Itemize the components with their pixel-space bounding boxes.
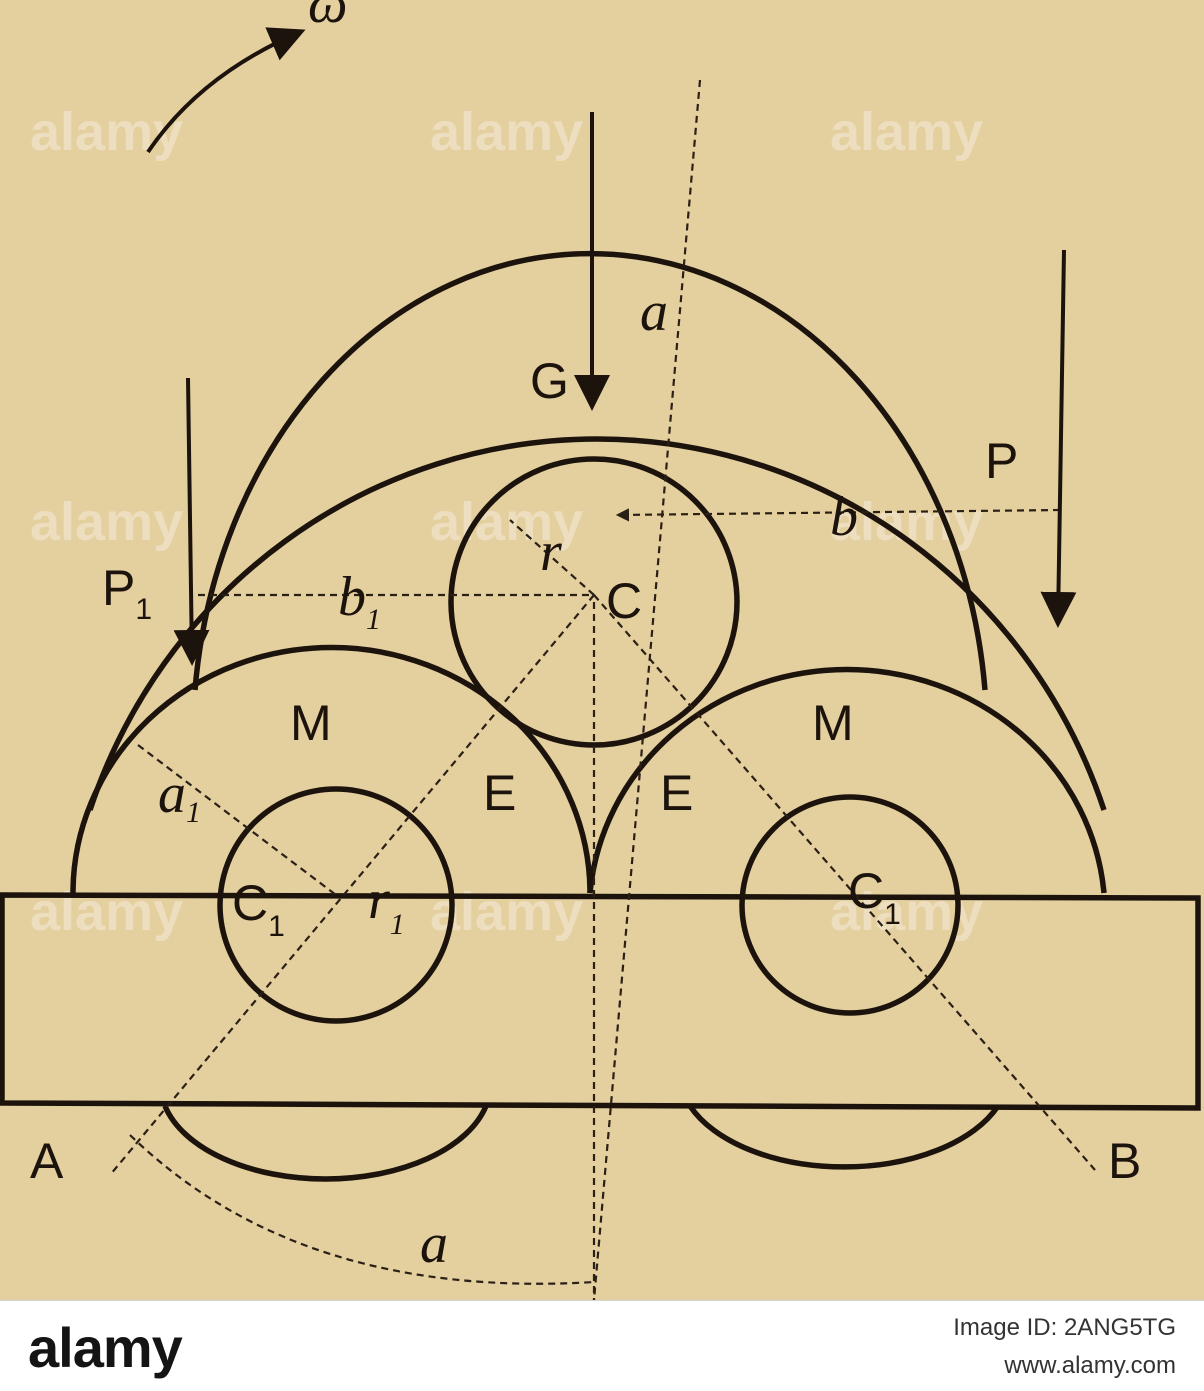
label-omega: ω bbox=[308, 0, 348, 35]
label-E-left: E bbox=[483, 765, 516, 821]
right-axle-circle bbox=[739, 794, 961, 1016]
svg-text:alamy: alamy bbox=[30, 882, 183, 942]
diagram-scan: alamy alamy alamy alamy alamy alamy alam… bbox=[0, 0, 1204, 1300]
force-arrow-P bbox=[1040, 249, 1077, 628]
label-C1-right: C1 bbox=[848, 863, 901, 931]
rotation-arrow-omega bbox=[146, 27, 306, 154]
label-C1-left: C1 bbox=[232, 875, 285, 943]
outer-ring-arc bbox=[87, 436, 1107, 811]
label-E-right: E bbox=[660, 765, 693, 821]
gear-force-diagram: alamy alamy alamy alamy alamy alamy alam… bbox=[0, 0, 1201, 1300]
site-url-text: www.alamy.com bbox=[1004, 1352, 1176, 1379]
force-arrow-P1 bbox=[173, 377, 210, 666]
label-b1: b1 bbox=[338, 566, 381, 636]
svg-text:alamy: alamy bbox=[830, 102, 983, 162]
image-info: Image ID: 2ANG5TG www.alamy.com bbox=[953, 1309, 1176, 1385]
right-wheel-M bbox=[587, 666, 1107, 894]
label-P1: P1 bbox=[102, 560, 152, 626]
label-r1: r1 bbox=[368, 869, 405, 941]
left-axle-circle bbox=[217, 786, 455, 1024]
label-A: A bbox=[30, 1133, 64, 1189]
svg-text:alamy: alamy bbox=[430, 492, 583, 552]
watermark-tiles: alamy alamy alamy alamy alamy alamy alam… bbox=[30, 102, 983, 942]
label-alpha-bottom: a bbox=[420, 1213, 448, 1275]
label-P: P bbox=[985, 433, 1018, 489]
brand-logo: alamy bbox=[28, 1316, 183, 1379]
label-M-right: M bbox=[812, 695, 854, 751]
right-lower-arc bbox=[687, 1104, 1001, 1170]
label-alpha-top: a bbox=[640, 281, 668, 343]
svg-text:alamy: alamy bbox=[30, 102, 183, 162]
label-r: r bbox=[540, 521, 562, 583]
label-G: G bbox=[530, 353, 569, 409]
stock-footer-bar: alamy Image ID: 2ANG5TG www.alamy.com bbox=[0, 1300, 1204, 1391]
svg-text:alamy: alamy bbox=[30, 492, 183, 552]
label-B: B bbox=[1108, 1133, 1141, 1189]
left-wheel-M bbox=[70, 644, 593, 894]
left-lower-arc bbox=[162, 1104, 489, 1182]
construction-lines bbox=[109, 79, 1096, 1300]
center-hub-circle bbox=[448, 456, 740, 748]
base-plate bbox=[0, 892, 1201, 1111]
label-C: C bbox=[606, 573, 642, 629]
image-id-text: Image ID: 2ANG5TG bbox=[953, 1314, 1176, 1341]
label-M-left: M bbox=[290, 695, 332, 751]
svg-text:alamy: alamy bbox=[430, 882, 583, 942]
svg-text:alamy: alamy bbox=[430, 102, 583, 162]
label-b: b bbox=[830, 486, 858, 548]
label-a1: a1 bbox=[158, 763, 201, 829]
